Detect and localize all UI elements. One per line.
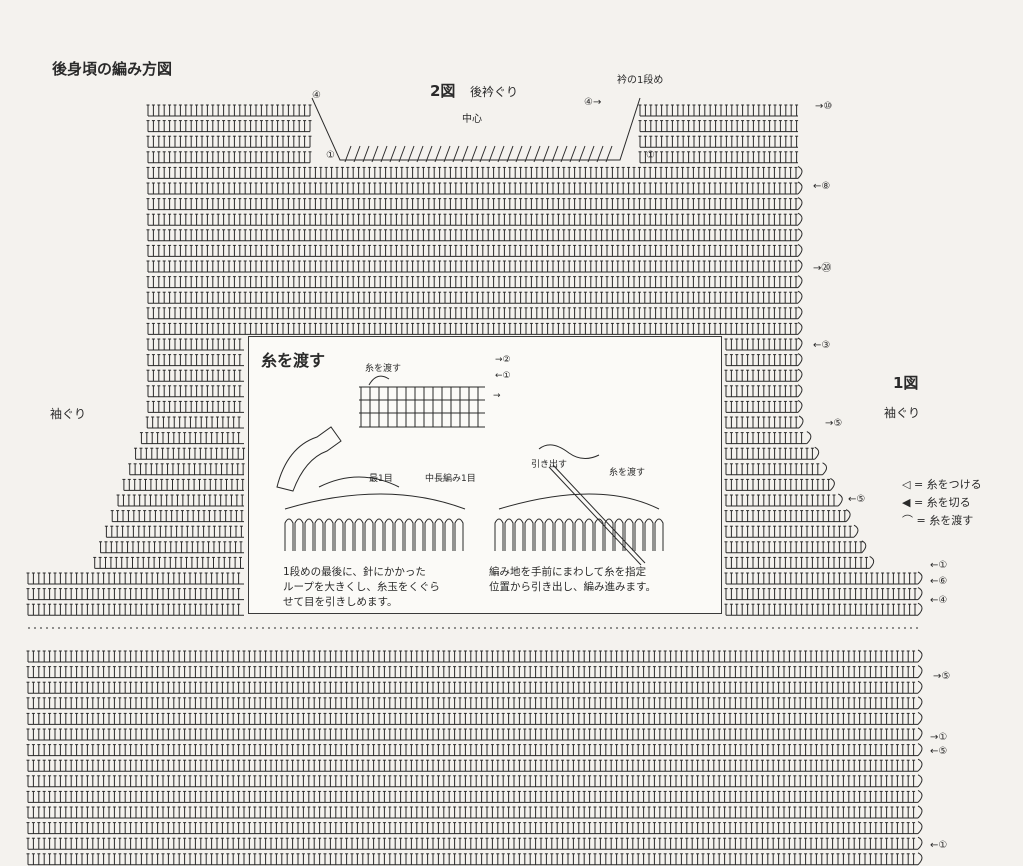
figure2-name: 後衿ぐり — [470, 85, 519, 99]
legend-cut-yarn: ◀ = 糸を切る — [902, 496, 971, 509]
inset-first-stitch-label: 最1目 — [369, 474, 393, 484]
inset-illustration — [276, 375, 664, 566]
cut-yarn-icon: ◀ — [902, 496, 911, 509]
row-marker: ←⑤ — [930, 746, 948, 757]
row-marker: →⑤ — [933, 671, 951, 682]
legend-attach-yarn: ◁ = 糸をつける — [902, 478, 982, 491]
inset-cross-yarn-label: 糸を渡す — [365, 364, 402, 374]
inset-title: 糸を渡す — [261, 351, 326, 370]
row-marker: →⑩ — [815, 101, 833, 112]
cross-yarn-icon: ⌒ — [902, 514, 913, 527]
row-marker: ←① — [930, 840, 948, 851]
inset-row2-marker: →② — [495, 355, 511, 365]
inset-arrow: → — [493, 391, 501, 401]
collar-first-row-label: 衿の1段め — [617, 75, 664, 86]
row-marker: →⑤ — [825, 418, 843, 429]
collar-left-arrow-marker: ④→ — [584, 97, 602, 108]
row-marker: ←⑥ — [930, 576, 948, 587]
inset-cross-yarn: 糸を渡す 糸を渡す →② ←① → 最1目 中長編み1目 引き出す 糸を渡す 1… — [248, 336, 722, 614]
row-marker: →⑳ — [813, 263, 832, 274]
attach-yarn-icon: ◁ — [902, 478, 911, 491]
collar-right-bottom-marker: ① — [646, 150, 655, 161]
center-label: 中心 — [462, 114, 482, 125]
row-marker: ←③ — [813, 340, 831, 351]
inset-caption-left: 1段めの最後に、針にかかった ループを大きくし、糸玉をくぐら せて目を引きしめま… — [283, 566, 440, 608]
inset-cross-yarn-label-2: 糸を渡す — [609, 468, 646, 478]
legend-cross-yarn: ⌒ = 糸を渡す — [902, 514, 974, 527]
row-marker: ←④ — [930, 595, 948, 606]
row-marker: ←⑧ — [813, 181, 831, 192]
page-title: 後身頃の編み方図 — [52, 60, 173, 78]
row-marker: ←① — [930, 560, 948, 571]
collar-left-bottom-marker: ① — [326, 150, 335, 161]
row-marker: ←⑤ — [848, 494, 866, 505]
inset-row1-marker: ←① — [495, 371, 511, 381]
figure1-name: 袖ぐり — [884, 406, 921, 420]
inset-caption-right: 編み地を手前にまわして糸を指定 位置から引き出し、編み進みます。 — [489, 566, 656, 593]
collar-left-marker: ④ — [312, 90, 321, 101]
figure1-label: 1図 — [893, 374, 919, 392]
left-armhole-label: 袖ぐり — [50, 407, 87, 421]
figure2-label: 2図 — [430, 82, 456, 100]
inset-half-double-label: 中長編み1目 — [425, 474, 476, 484]
row-marker: →① — [930, 732, 948, 743]
stitch-grid — [26, 97, 923, 866]
inset-pull-out-label: 引き出す — [531, 460, 568, 470]
